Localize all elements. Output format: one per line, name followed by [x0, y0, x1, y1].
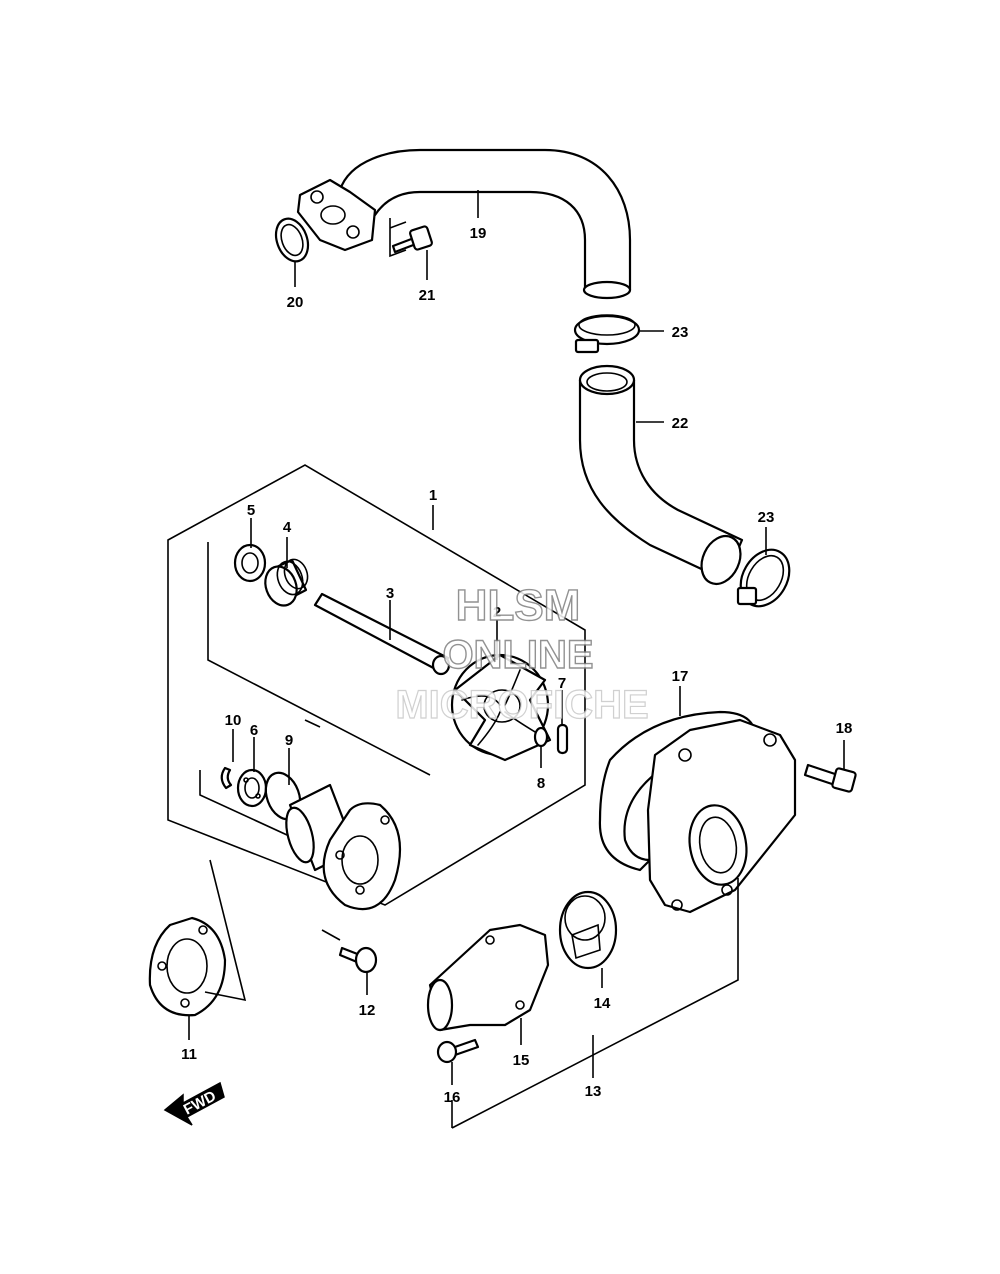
hose-clamp-23-lower — [736, 548, 791, 608]
bolt-18 — [803, 763, 857, 793]
bearing-6 — [236, 768, 268, 808]
callout-9: 9 — [285, 732, 293, 749]
watermark-line-2: ONLINE — [442, 633, 593, 677]
callout-8: 8 — [537, 775, 545, 792]
oil-seal-5 — [233, 543, 267, 583]
gasket-11 — [148, 916, 227, 1017]
assembly-1-bracket — [167, 464, 586, 906]
thermostat-14 — [558, 890, 618, 970]
callout-19: 19 — [470, 225, 487, 242]
callout-16: 16 — [444, 1089, 461, 1106]
callout-2: 2 — [493, 604, 501, 621]
circlip-10 — [220, 766, 233, 790]
thermostat-cover-15 — [426, 923, 550, 1032]
fwd-label: FWD — [181, 1087, 219, 1118]
callout-20: 20 — [287, 294, 304, 311]
o-ring-8 — [533, 726, 549, 748]
callout-13: 13 — [585, 1083, 602, 1100]
assembly-13-bracket — [451, 878, 739, 1129]
hose-22 — [578, 364, 744, 586]
callout-3: 3 — [386, 585, 394, 602]
o-ring-20 — [274, 217, 310, 263]
callout-4: 4 — [283, 519, 292, 536]
callout-23-upper: 23 — [672, 324, 689, 341]
impeller-2 — [450, 653, 552, 762]
callout-7: 7 — [558, 675, 566, 692]
pin-7 — [556, 723, 569, 755]
callout-12: 12 — [359, 1002, 376, 1019]
fwd-direction-arrow: FWD — [163, 1081, 225, 1126]
callout-14: 14 — [594, 995, 611, 1012]
water-pipe-19 — [296, 148, 632, 300]
callout-6: 6 — [250, 722, 258, 739]
callout-18: 18 — [836, 720, 853, 737]
watermark-line-1: HLSM — [456, 581, 581, 630]
mechanical-seal-4 — [264, 558, 309, 607]
callout-17: 17 — [672, 668, 689, 685]
callout-10: 10 — [225, 712, 242, 729]
hose-clamp-23-upper — [573, 314, 641, 354]
pump-case — [285, 783, 402, 911]
callout-1: 1 — [429, 487, 437, 504]
callout-21: 21 — [419, 287, 436, 304]
callout-11: 11 — [181, 1046, 197, 1063]
callout-5: 5 — [247, 502, 255, 519]
callout-22: 22 — [672, 415, 689, 432]
screw-12 — [338, 946, 378, 974]
bolt-21 — [391, 225, 433, 254]
pump-shaft-3 — [313, 592, 451, 676]
watermark-line-3: MICROFICHE — [395, 683, 648, 727]
callout-15: 15 — [513, 1052, 530, 1069]
pump-housing-13 — [646, 718, 797, 914]
bolt-16 — [436, 1038, 480, 1064]
callout-23-lower: 23 — [758, 509, 775, 526]
